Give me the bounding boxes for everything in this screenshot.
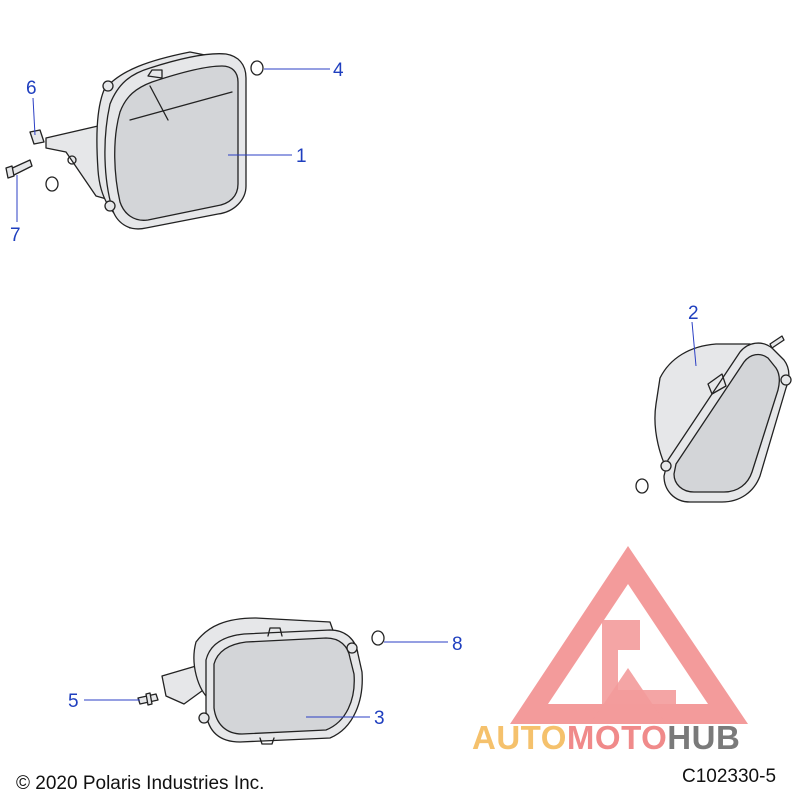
washer-part-8: [371, 630, 385, 646]
copyright-text: © 2020 Polaris Industries Inc.: [16, 773, 264, 794]
callout-8: 8: [452, 634, 463, 655]
callout-5: 5: [68, 691, 79, 712]
callout-1: 1: [296, 146, 307, 167]
callout-6: 6: [26, 78, 37, 99]
headlight-assembly-lower: [161, 617, 363, 745]
screw-part-5: [137, 692, 159, 706]
washer-part-1: [45, 176, 59, 192]
svg-text:AUTOMOTOHUB: AUTOMOTOHUB: [472, 719, 740, 756]
headlight-assembly-right: [654, 335, 792, 503]
washer-part-2: [635, 478, 649, 494]
clip-part-6: [29, 129, 45, 145]
callout-2: 2: [688, 303, 699, 324]
watermark-logo: [510, 546, 748, 724]
leader-lines: [16, 68, 697, 718]
watermark-word-moto: MOTO: [567, 719, 667, 756]
headlight-assembly-upper: [45, 51, 247, 230]
callout-7: 7: [10, 225, 21, 246]
watermark-word-auto: AUTO: [472, 719, 567, 756]
watermark-text: AUTOMOTOHUB: [472, 719, 740, 756]
watermark-word-hub: HUB: [667, 719, 740, 756]
callout-labels: 1 2 3 4 5 6 7 8: [10, 60, 699, 729]
callout-3: 3: [374, 708, 385, 729]
figure-code: C102330-5: [682, 766, 776, 787]
callout-4: 4: [333, 60, 344, 81]
screw-part-7: [5, 159, 33, 179]
washer-part-4: [250, 60, 264, 76]
